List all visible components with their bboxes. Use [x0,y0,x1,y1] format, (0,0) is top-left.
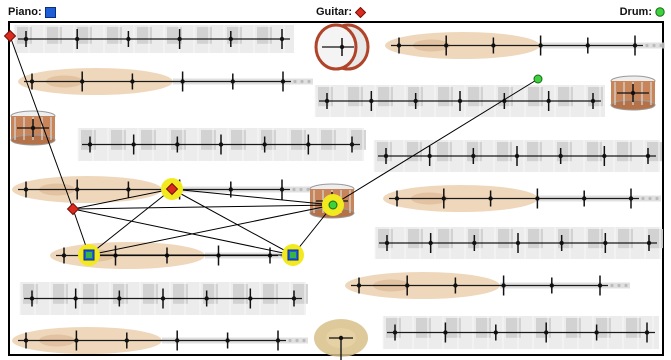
edge-line [171,188,294,256]
legend-drum: Drum: [620,4,665,20]
piano-sprite [373,140,662,172]
cymbal-sprite [314,319,368,360]
legend-guitar-label: Guitar: [316,6,353,18]
edge-line [72,188,173,210]
edge-line [88,204,334,256]
piano-sprite [374,227,663,259]
edge-line [72,208,294,256]
legend-guitar: Guitar: [316,4,367,20]
piano-sprite [77,128,366,161]
drum-node[interactable] [328,200,338,210]
legend-piano: Piano: [8,4,56,20]
bass-drum-sprite [314,23,370,71]
drum-sprite [610,75,656,111]
diamond-icon [355,6,367,18]
drum-sprite [10,110,56,146]
legend-piano-label: Piano: [8,6,42,18]
drum-node[interactable] [533,74,543,84]
guitar-sprite [383,185,661,212]
guitar-sprite [12,327,308,354]
edge-line [332,78,539,206]
legend-drum-label: Drum: [619,6,652,18]
guitar-node[interactable] [3,29,17,43]
circle-icon [655,7,665,17]
piano-sprite [314,85,605,117]
edge-line [9,35,74,210]
guitar-sprite [18,68,313,95]
edge-line [72,204,334,210]
piano-node-core [86,252,92,258]
piano-sprite [382,316,659,349]
guitar-sprite [385,32,665,59]
piano-sprite [19,282,308,315]
guitar-sprite [12,176,312,203]
guitar-sprite [345,272,630,299]
guitar-node[interactable] [66,202,80,216]
edge-line [88,188,173,256]
edge-line [171,188,334,206]
piano-node-core [290,252,296,258]
piano-sprite [13,25,294,53]
guitar-node[interactable] [165,182,179,196]
square-icon [44,6,56,18]
